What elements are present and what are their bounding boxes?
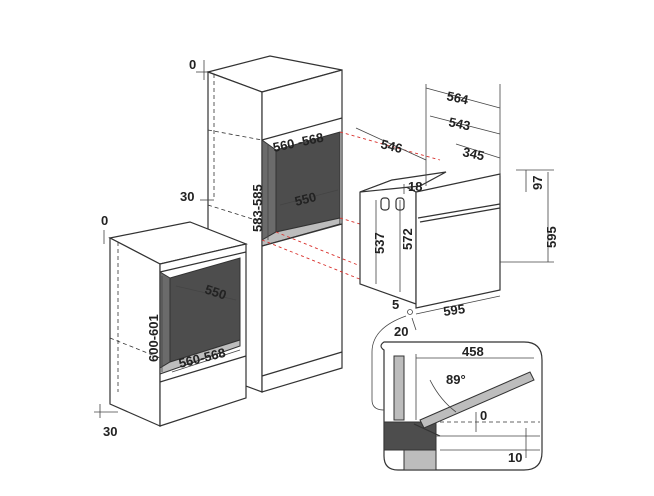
tall-side-gap-dimension: 30	[180, 189, 214, 204]
oven-height-572-label: 572	[400, 228, 415, 250]
oven-gap-20-label: 20	[394, 324, 408, 339]
door-detail: 458 89° 0 10	[371, 315, 543, 471]
oven-offset-18-dimension: 18	[408, 179, 422, 194]
door-gap-10-label: 10	[508, 450, 522, 465]
oven-depth-564-label: 564	[445, 88, 470, 107]
oven-front-width-dimension: 595	[415, 295, 501, 319]
tall-side-gap-label: 30	[180, 189, 194, 204]
oven-offset-97-dimension: 97	[525, 170, 545, 192]
under-bottom-gap-label: 30	[103, 424, 117, 439]
oven-depth-345-label: 345	[461, 144, 485, 163]
oven-gap-5-label: 5	[392, 297, 399, 312]
door-angle-label: 89°	[446, 372, 466, 387]
oven-depth-546-label: 546	[379, 136, 404, 156]
oven-depth-564-dimension: 564	[425, 87, 501, 109]
door-depth-label: 458	[462, 344, 484, 359]
oven-offset-18-label: 18	[408, 179, 422, 194]
oven-gap-20-dimension: 20	[394, 317, 417, 339]
tall-top-gap-label: 0	[189, 57, 196, 72]
oven-front-width-label: 595	[442, 301, 466, 319]
oven-offset-97-label: 97	[530, 176, 545, 190]
oven	[359, 84, 554, 309]
oven-depth-546-dimension: 546	[355, 127, 427, 161]
under-bottom-gap-dimension: 30	[94, 404, 118, 439]
under-depth-label: 550	[203, 282, 228, 303]
under-top-gap-dimension: 0	[101, 213, 108, 244]
under-depth-dimension: 550	[175, 282, 237, 303]
oven-height-537-label: 537	[372, 232, 387, 254]
oven-height-537-dimension: 537	[372, 200, 387, 284]
oven-depth-543-label: 543	[447, 114, 471, 133]
oven-depth-345-dimension: 345	[455, 143, 501, 163]
niche-height-label: 583-585	[250, 184, 265, 232]
oven-depth-543-dimension: 543	[429, 114, 501, 135]
oven-front-height-label: 595	[544, 226, 559, 248]
under-counter-cabinet	[108, 221, 249, 427]
niche-depth-dimension: 550	[279, 189, 339, 209]
under-top-gap-label: 0	[101, 213, 108, 228]
under-height-dimension: 600-601	[146, 276, 163, 372]
door-gap-0-label: 0	[480, 408, 487, 423]
oven-gap-5-dimension: 5	[392, 297, 413, 315]
tall-top-gap-dimension: 0	[189, 57, 208, 80]
under-height-label: 600-601	[146, 314, 161, 362]
oven-height-572-dimension: 572	[399, 200, 415, 292]
niche-depth-label: 550	[293, 189, 318, 209]
oven-front-height-dimension: 595	[500, 172, 559, 263]
niche-height-dimension: 583-585	[250, 145, 269, 240]
